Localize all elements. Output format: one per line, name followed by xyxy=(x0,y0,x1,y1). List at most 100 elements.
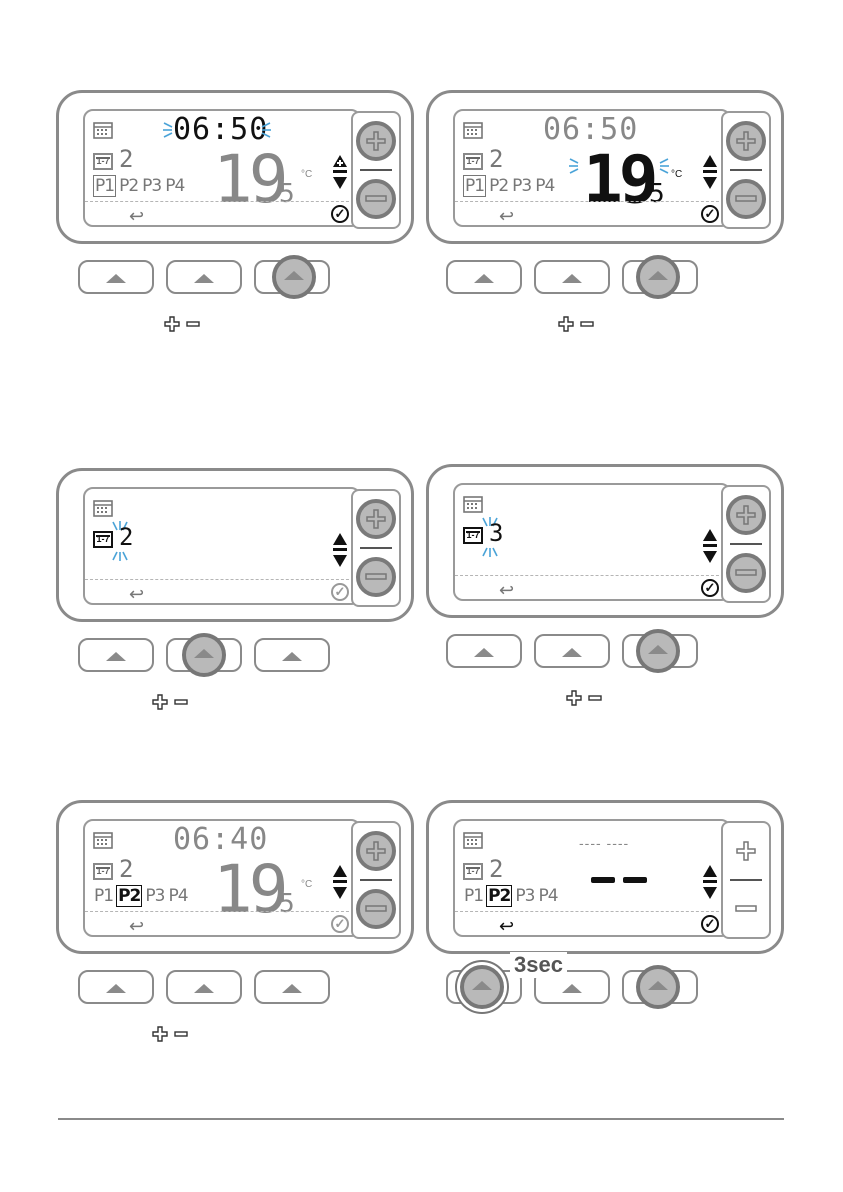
pressed-right-button[interactable] xyxy=(272,255,316,299)
thermostat-device: 1-7 2 ↩ ✓ xyxy=(56,468,414,622)
plus-minus-hint xyxy=(566,690,602,706)
minus-icon xyxy=(186,321,200,327)
right-button[interactable] xyxy=(254,638,330,672)
temperature-main: 19 xyxy=(213,857,284,923)
temperature-empty xyxy=(591,877,651,883)
temperature-main: 19 xyxy=(583,147,654,213)
plus-minus-rocker[interactable] xyxy=(721,821,771,939)
minus-icon xyxy=(360,561,392,593)
day-number: 3 xyxy=(489,521,503,545)
button-row xyxy=(78,970,338,1006)
panel-set-temperature: 06:50 1-7 2 P1P2P3P4 19 5 °C ↩ ✓ xyxy=(426,90,786,340)
pressed-right-button[interactable] xyxy=(636,255,680,299)
middle-button[interactable] xyxy=(166,970,242,1004)
left-button[interactable] xyxy=(78,260,154,294)
program-item: P3 xyxy=(141,176,162,196)
day-range-icon: 1-7 xyxy=(463,527,483,544)
plus-button[interactable] xyxy=(726,831,766,871)
minus-button[interactable] xyxy=(726,889,766,929)
divider xyxy=(455,575,729,576)
left-button[interactable] xyxy=(78,638,154,672)
back-arrow-icon: ↩ xyxy=(499,207,514,225)
calendar-icon xyxy=(463,121,483,139)
button-row xyxy=(446,260,706,296)
plus-button[interactable] xyxy=(726,495,766,535)
minus-icon xyxy=(174,1031,188,1037)
rocker-separator xyxy=(360,879,392,881)
middle-button[interactable] xyxy=(534,634,610,668)
pressed-right-button[interactable] xyxy=(636,965,680,1009)
back-arrow-icon: ↩ xyxy=(499,581,514,599)
calendar-icon xyxy=(463,831,483,849)
up-down-arrows-icon xyxy=(703,865,717,899)
minus-button[interactable] xyxy=(726,553,766,593)
program-item: P4 xyxy=(167,886,188,906)
blink-left-icon xyxy=(569,155,581,177)
plus-minus-rocker[interactable] xyxy=(351,111,401,229)
plus-button[interactable] xyxy=(356,831,396,871)
program-item-selected: P2 xyxy=(486,885,512,907)
pressed-left-button-hold[interactable] xyxy=(460,965,504,1009)
plus-button[interactable] xyxy=(726,121,766,161)
minus-icon xyxy=(730,557,762,589)
right-button[interactable] xyxy=(254,970,330,1004)
minus-button[interactable] xyxy=(356,889,396,929)
program-item: P1 xyxy=(463,886,484,906)
plus-icon xyxy=(164,316,180,332)
blink-bottom-icon xyxy=(109,551,131,561)
day-number: 2 xyxy=(489,147,503,171)
plus-icon xyxy=(730,499,762,531)
middle-button[interactable] xyxy=(166,260,242,294)
check-icon: ✓ xyxy=(331,915,349,933)
day-number: 2 xyxy=(119,525,133,549)
plus-icon xyxy=(360,503,392,535)
divider xyxy=(455,201,729,202)
program-list: P1P2P3P4 xyxy=(463,885,561,907)
back-arrow-icon: ↩ xyxy=(129,207,144,225)
temperature-decimal: 5 xyxy=(279,891,295,917)
back-arrow-icon: ↩ xyxy=(499,917,514,935)
pressed-middle-button[interactable] xyxy=(182,633,226,677)
middle-button[interactable] xyxy=(534,260,610,294)
program-item: P1 xyxy=(93,886,114,906)
lcd-screen: 06:50 1-7 2 P1P2P3P4 19 5 °C ↩ ✓ xyxy=(453,109,731,227)
plus-minus-rocker[interactable] xyxy=(721,485,771,603)
day-number: 2 xyxy=(119,147,133,171)
lcd-screen: 1-7 3 ↩ ✓ xyxy=(453,483,731,601)
lcd-screen: 06:50 1-7 2 P1P2P3P4 19 5 °C ↩ ✓ xyxy=(83,109,361,227)
minus-icon xyxy=(360,183,392,215)
check-icon: ✓ xyxy=(331,205,349,223)
temperature-decimal: 5 xyxy=(279,181,295,207)
left-button[interactable] xyxy=(78,970,154,1004)
plus-icon xyxy=(152,694,168,710)
plus-minus-rocker[interactable] xyxy=(721,111,771,229)
minus-button[interactable] xyxy=(356,179,396,219)
left-button[interactable] xyxy=(446,260,522,294)
calendar-icon xyxy=(93,831,113,849)
plus-button[interactable] xyxy=(356,499,396,539)
plus-icon xyxy=(726,831,766,871)
program-item: P3 xyxy=(514,886,535,906)
minus-icon xyxy=(588,695,602,701)
blink-left-icon xyxy=(163,119,175,141)
temperature-unit: °C xyxy=(301,169,312,180)
pressed-right-button[interactable] xyxy=(636,629,680,673)
plus-button[interactable] xyxy=(356,121,396,161)
plus-minus-rocker[interactable] xyxy=(351,489,401,607)
plus-icon xyxy=(360,125,392,157)
left-button[interactable] xyxy=(446,634,522,668)
blink-right-icon xyxy=(259,119,271,141)
plus-minus-hint xyxy=(164,316,200,332)
plus-minus-rocker[interactable] xyxy=(351,821,401,939)
program-list: P1P2P3P4 xyxy=(93,175,187,197)
day-range-icon: 1-7 xyxy=(93,531,113,548)
day-number: 2 xyxy=(489,857,503,881)
program-item: P4 xyxy=(164,176,185,196)
minus-button[interactable] xyxy=(726,179,766,219)
minus-button[interactable] xyxy=(356,557,396,597)
calendar-icon xyxy=(93,121,113,139)
panel-clear-program: ---- ---- 1-7 2 P1P2P3P4 ↩ ✓ 3sec xyxy=(426,800,786,1050)
